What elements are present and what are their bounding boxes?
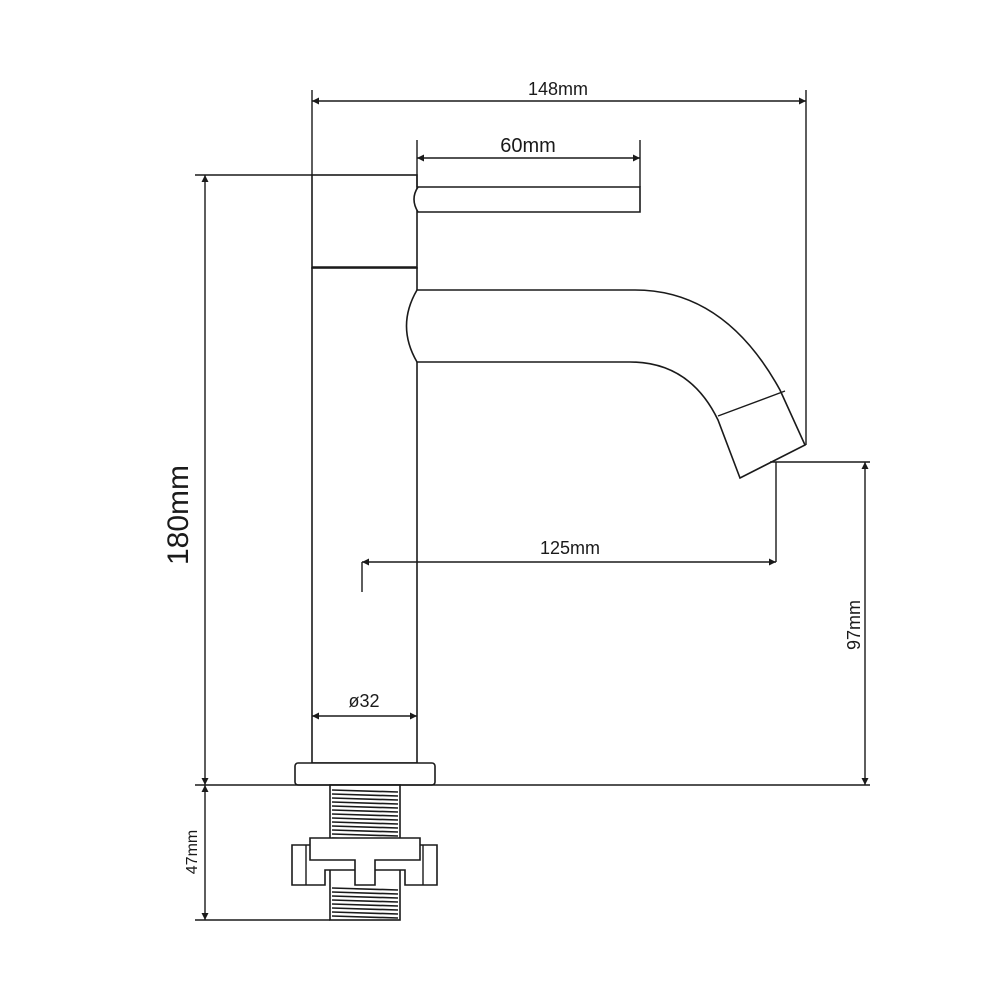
thread-line — [331, 797, 399, 801]
faucet-body — [311, 267, 418, 764]
faucet-base-flange — [294, 762, 436, 786]
thread-line — [331, 817, 399, 821]
thread-line — [331, 793, 399, 797]
dim-label-spout-height: 97mm — [844, 600, 864, 650]
thread-line — [331, 805, 399, 809]
thread-line — [331, 789, 399, 793]
dim-label-total-width: 148mm — [528, 79, 588, 99]
dim-label-thread-length: 47mm — [184, 830, 201, 874]
dim-label-handle-length: 60mm — [500, 135, 556, 157]
thread-line — [331, 895, 399, 899]
faucet-outline — [291, 174, 807, 921]
thread-line — [331, 825, 399, 829]
thread-line — [331, 903, 399, 907]
thread-line — [331, 809, 399, 813]
thread-line — [331, 829, 399, 833]
thread-line — [331, 813, 399, 817]
thread-line — [331, 821, 399, 825]
dim-label-body-diameter: ø32 — [348, 691, 379, 711]
thread-line — [331, 801, 399, 805]
thread-line — [331, 887, 399, 891]
thread-line — [331, 833, 399, 837]
thread-line — [331, 891, 399, 895]
dim-label-spout-reach: 125mm — [540, 538, 600, 558]
faucet-head — [311, 174, 418, 269]
thread-line — [331, 907, 399, 911]
dim-label-total-height: 180mm — [162, 465, 195, 565]
dimension-lines — [195, 90, 870, 921]
faucet-spout — [405, 289, 807, 480]
thread-line — [331, 911, 399, 915]
thread-line — [331, 899, 399, 903]
thread-line — [331, 915, 399, 919]
faucet-handle — [413, 186, 641, 213]
